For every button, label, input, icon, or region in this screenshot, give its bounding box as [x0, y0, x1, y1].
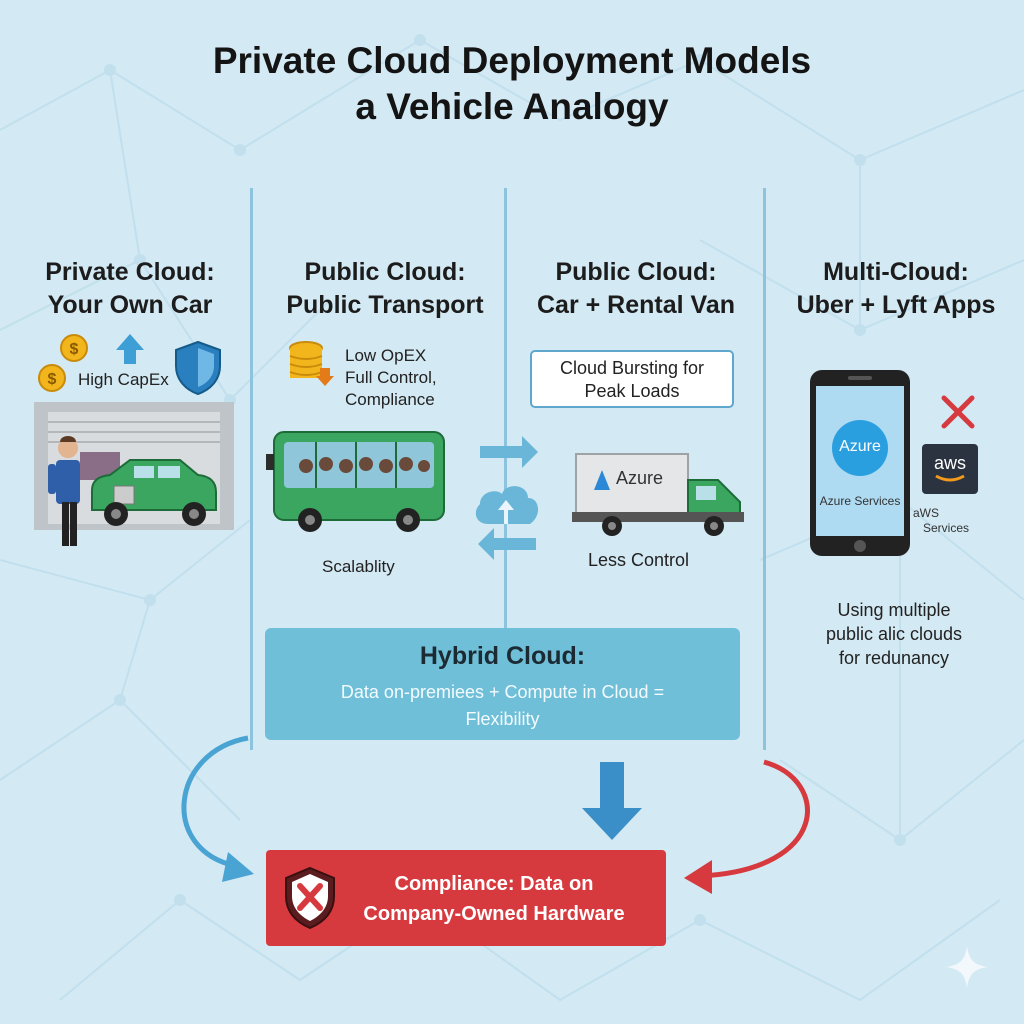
column-title-line: Private Cloud:	[45, 258, 215, 286]
bus-icon	[266, 431, 445, 532]
aws-services-line-1: aWS	[913, 506, 940, 520]
column-subtitle-line: Car + Rental Van	[537, 291, 735, 319]
coin-stack-icon	[289, 341, 334, 386]
redundancy-line-1: Using multiple	[837, 600, 951, 620]
column-title-private: Private Cloud: Your Own Car	[10, 256, 250, 322]
right-curved-arrow	[699, 759, 810, 879]
phone-services-label: Azure Services	[819, 494, 901, 508]
column-title-line: Multi-Cloud:	[823, 258, 969, 286]
compliance-box: Compliance: Data on Company-Owned Hardwa…	[266, 850, 666, 946]
aws-smile	[935, 474, 965, 482]
less-control-label: Less Control	[588, 550, 690, 570]
down-arrow	[582, 762, 642, 840]
compliance-line-1: Compliance: Data on	[394, 873, 594, 895]
coin-icon: $	[60, 334, 88, 362]
left-curved-arrow	[181, 735, 249, 869]
compliance-label: Compliance	[345, 390, 435, 409]
hybrid-desc-line-2: Flexibility	[465, 709, 540, 729]
svg-text:$: $	[48, 371, 57, 388]
opex-label: Low OpEX	[345, 346, 427, 365]
x-icon	[941, 395, 975, 429]
capex-label: High CapEx	[78, 370, 169, 389]
divider-2	[504, 188, 507, 638]
divider-3	[763, 188, 766, 750]
redundancy-line-3: for redunancy	[838, 648, 950, 668]
column-title-line: Public Cloud:	[555, 258, 717, 286]
hybrid-description: Data on-premiees + Compute in Cloud = Fl…	[265, 679, 740, 733]
scalability-label: Scalablity	[322, 557, 395, 576]
sparkle-icon	[946, 946, 988, 988]
compliance-line-2: Company-Owned Hardware	[363, 903, 625, 925]
divider-1	[250, 188, 253, 750]
hybrid-desc-line-1: Data on-premiees + Compute in Cloud =	[340, 682, 665, 702]
shield-x-icon	[285, 866, 335, 930]
column-title-rental: Public Cloud: Car + Rental Van	[514, 256, 758, 322]
truck-icon	[572, 453, 744, 536]
phone-azure-label: Azure	[839, 438, 881, 455]
redundancy-text: Using multiple public alic clouds for re…	[784, 598, 1004, 670]
smartphone-icon	[810, 370, 910, 556]
column-subtitle-line: Your Own Car	[47, 291, 213, 319]
cloud-bursting-box: Cloud Bursting for Peak Loads	[530, 350, 734, 408]
bursting-line-2: Peak Loads	[584, 381, 680, 401]
column-title-multi: Multi-Cloud: Uber + Lyft Apps	[774, 256, 1018, 322]
person-icon	[48, 436, 80, 546]
aws-services-line-2: Services	[923, 521, 970, 535]
svg-text:$: $	[70, 341, 79, 358]
up-arrow-icon	[116, 334, 144, 364]
hybrid-title: Hybrid Cloud:	[419, 642, 586, 670]
aws-logo-icon: aws	[922, 444, 978, 494]
aws-logo-text: aws	[933, 453, 966, 473]
column-title-public-transport: Public Cloud: Public Transport	[260, 256, 510, 322]
redundancy-line-2: public alic clouds	[825, 624, 963, 644]
coin-icon: $	[38, 364, 66, 392]
bursting-line-1: Cloud Bursting for	[559, 358, 705, 378]
title-line-1: Private Cloud Deployment Models	[212, 40, 812, 81]
private-cloud-illustration: $ $	[34, 334, 234, 546]
car-icon	[91, 459, 217, 526]
compliance-text: Compliance: Data on Company-Owned Hardwa…	[334, 869, 654, 929]
aws-services-label: aWS Services	[913, 506, 969, 536]
hybrid-cloud-box: Hybrid Cloud: Data on-premiees + Compute…	[265, 628, 740, 740]
column-subtitle-line: Public Transport	[286, 291, 484, 319]
control-label: Full Control,	[345, 368, 437, 387]
truck-label: Azure	[616, 468, 664, 488]
column-title-line: Public Cloud:	[304, 258, 466, 286]
cloud-sync-icon	[475, 436, 539, 560]
column-subtitle-line: Uber + Lyft Apps	[796, 291, 996, 319]
page-title: Private Cloud Deployment Models a Vehicl…	[0, 38, 1024, 130]
title-line-2: a Vehicle Analogy	[355, 86, 669, 127]
